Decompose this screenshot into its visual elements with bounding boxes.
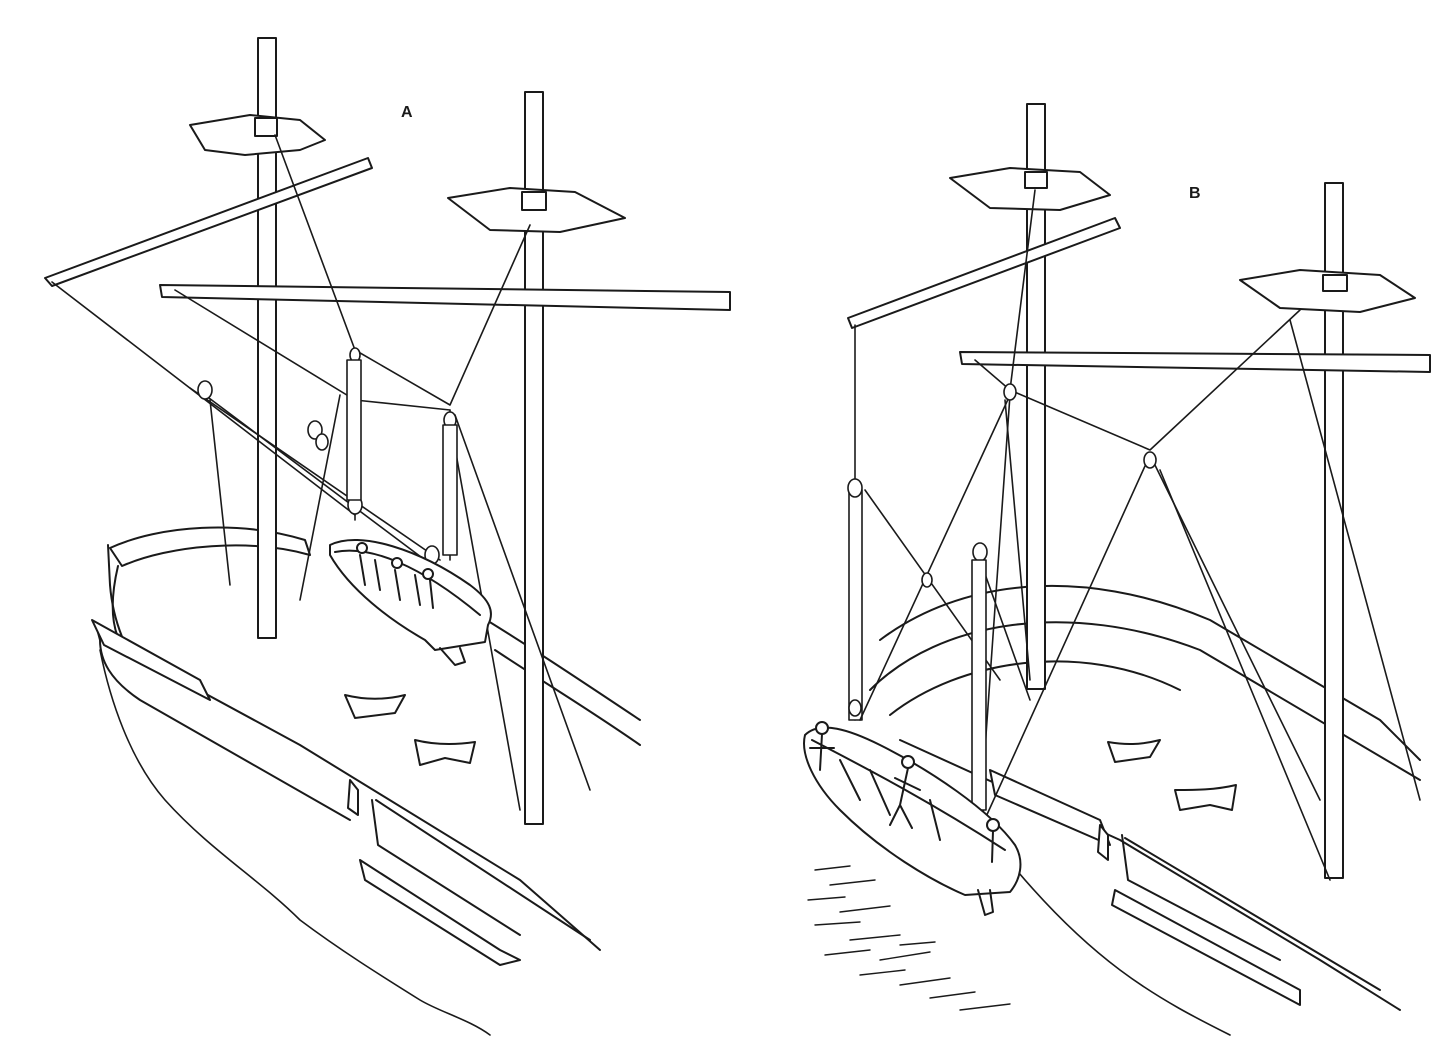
panel-a-boat [329, 538, 492, 666]
panel-a-masts [189, 37, 626, 825]
panel-a-yards [44, 157, 731, 311]
panel-a-illustration [44, 37, 731, 1036]
panel-a-hull [91, 526, 641, 1036]
panel-b-illustration [803, 103, 1431, 1036]
panel-a-rigging [51, 134, 591, 811]
panel-label-a: A [401, 104, 413, 121]
panel-b-yards [847, 217, 1431, 373]
panel-label-b: B [1189, 185, 1201, 202]
panel-b-rigging [847, 189, 1421, 881]
panel-b-water [807, 865, 1011, 1011]
panel-b-masts [949, 103, 1416, 879]
panel-b-hull [869, 584, 1421, 1036]
panel-b-boat [803, 721, 1022, 916]
